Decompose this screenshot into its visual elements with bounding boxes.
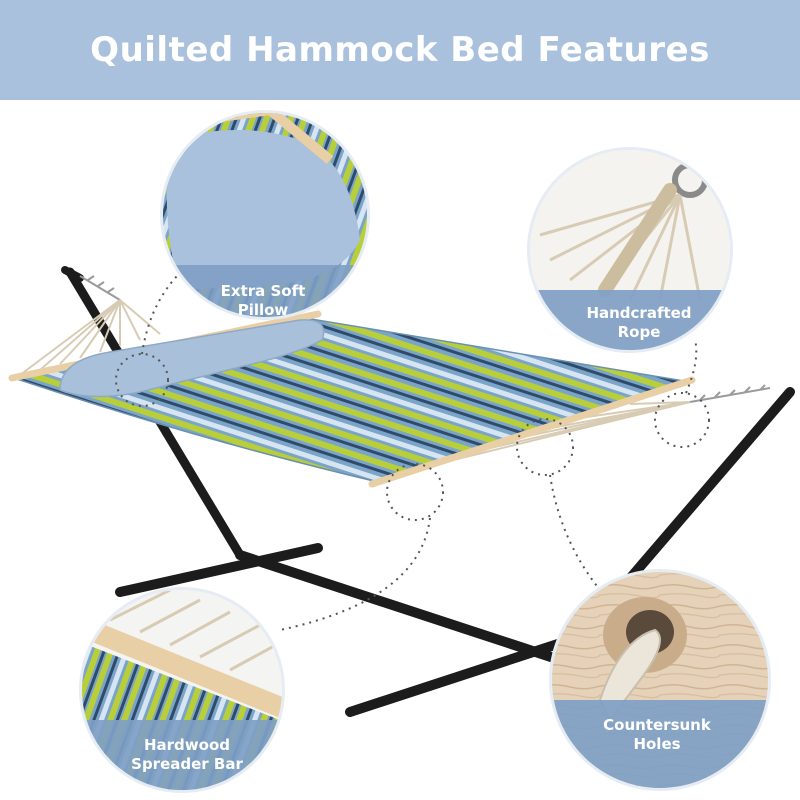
callout-label-rope: Handcrafted Rope <box>564 304 714 342</box>
chain-left <box>79 275 121 301</box>
callout-countersunk-line1: Countersunk <box>603 716 711 734</box>
page-title: Quilted Hammock Bed Features <box>90 30 710 70</box>
callout-pillow-line1: Extra Soft <box>220 282 306 300</box>
callout-countersunk-circle <box>549 569 771 791</box>
callout-countersunk-line2: Holes <box>633 735 681 753</box>
callout-leaders <box>115 267 710 631</box>
callout-pillow-line2: Pillow <box>237 301 289 319</box>
spreader-bar-right <box>368 376 696 488</box>
callout-label-spreader-bar: Hardwood Spreader Bar <box>112 736 262 774</box>
chain-right <box>689 384 771 403</box>
callout-label-countersunk: Countersunk Holes <box>582 716 732 754</box>
callout-spreader-line1: Hardwood <box>143 736 230 754</box>
callout-rope-line2: Rope <box>617 323 661 341</box>
header-banner: Quilted Hammock Bed Features <box>0 0 800 100</box>
callout-spreader-bar-circle <box>79 587 285 793</box>
pillow <box>59 319 325 398</box>
callout-spreader-line2: Spreader Bar <box>131 755 243 773</box>
callout-label-pillow: Extra Soft Pillow <box>188 282 338 320</box>
callout-pillow-circle <box>160 110 370 320</box>
callout-rope-line1: Handcrafted <box>586 304 692 322</box>
ropes-left <box>19 299 161 376</box>
